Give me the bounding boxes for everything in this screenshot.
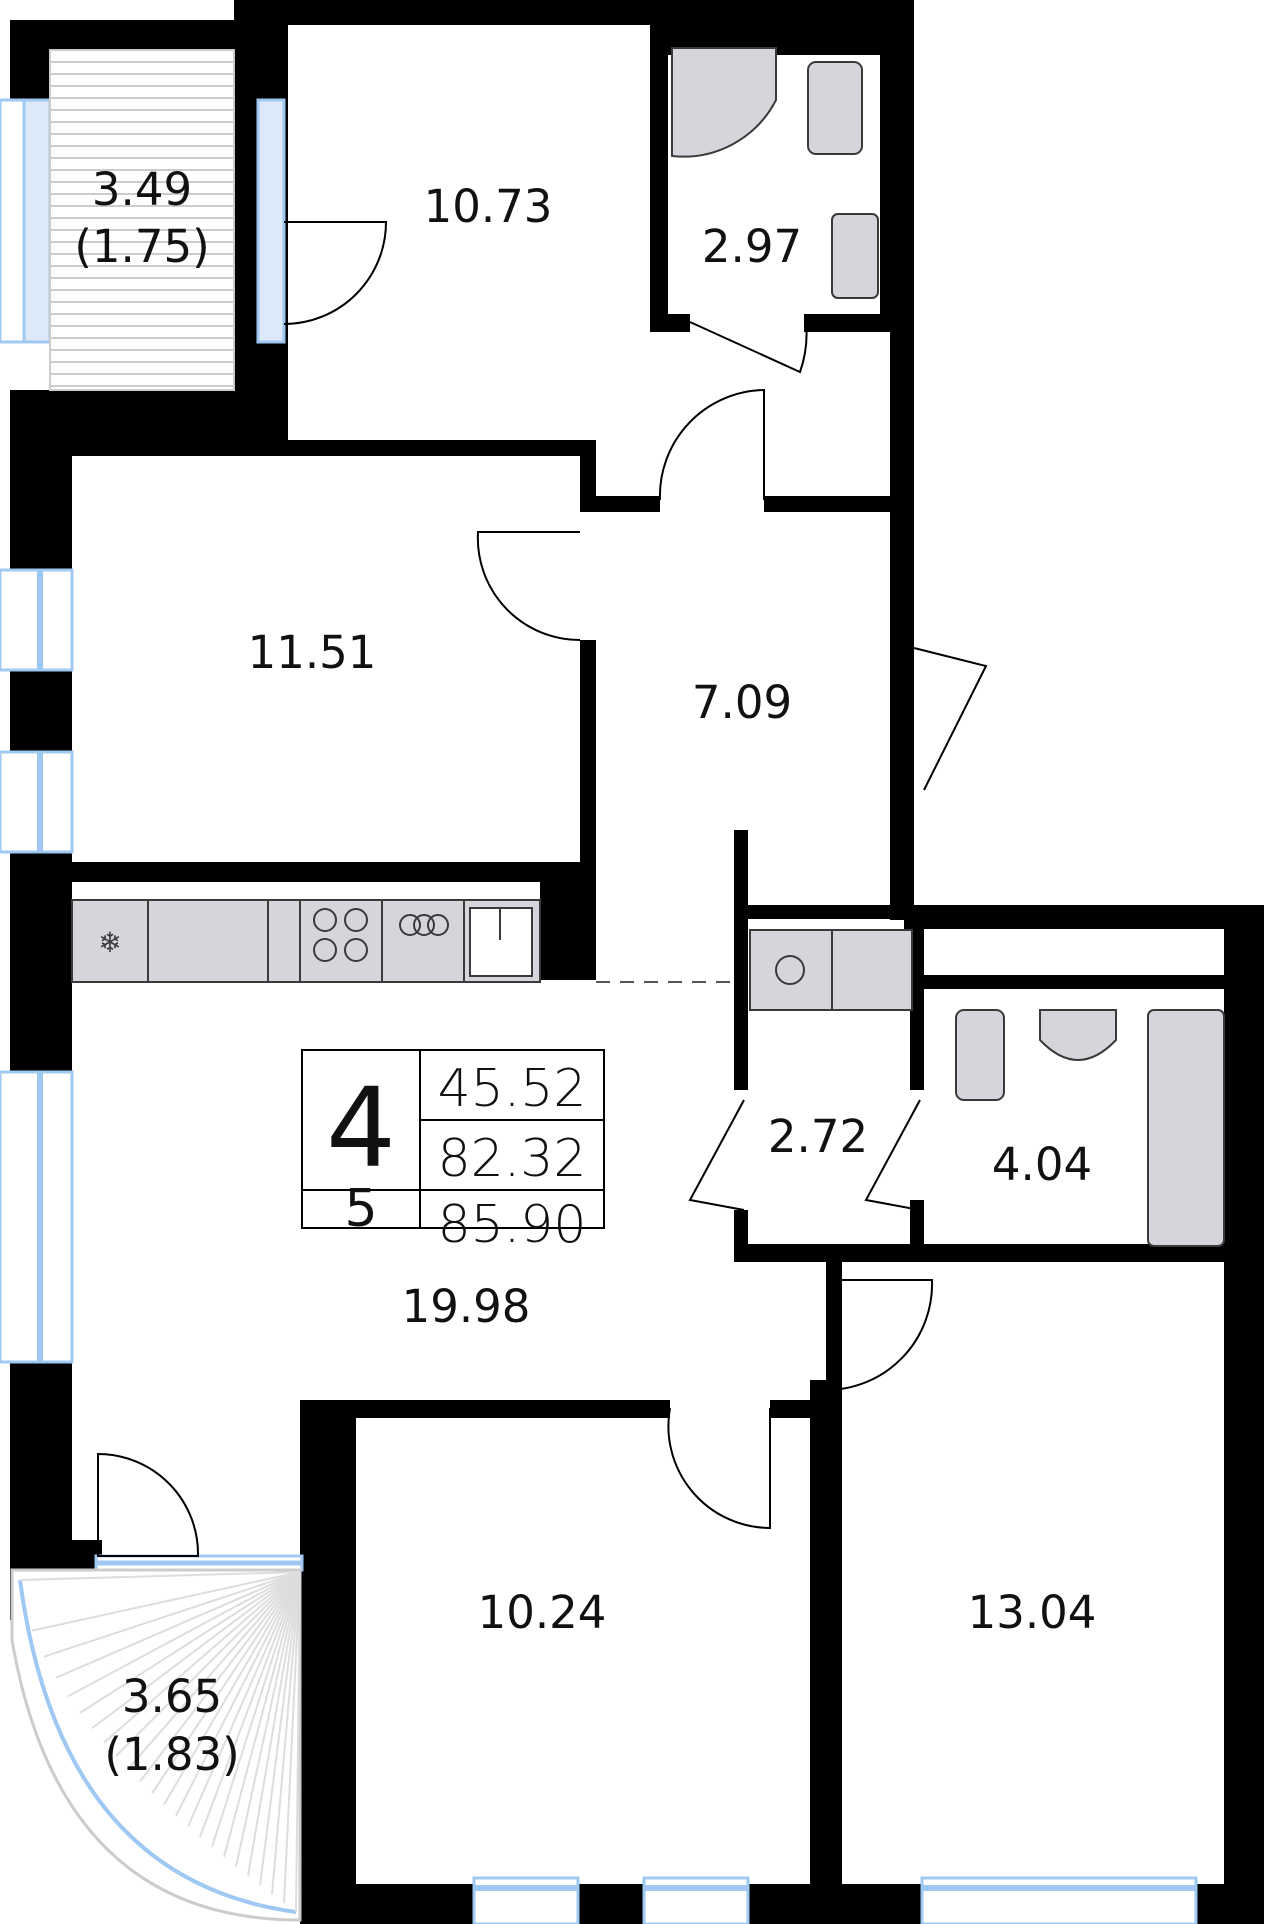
window-kitchen [0, 1070, 74, 1364]
balcony-bottom-sub: (1.83) [104, 1728, 239, 1781]
balcony-bottom-area: 3.65 [122, 1670, 222, 1723]
bathroom-right-fixtures [955, 1009, 1225, 1247]
door-bedroom-bottom-right [825, 1279, 934, 1391]
sink-icon [469, 907, 533, 977]
stove-icon [313, 908, 368, 962]
door-bedroom-left [476, 531, 581, 642]
living-area: 45.52 [438, 1059, 587, 1119]
sink-right-icon [1039, 1009, 1117, 1061]
balcony-hatch-line [19, 1571, 301, 1581]
door-bathroom-right [864, 1099, 921, 1211]
bedroom-left-area: 11.51 [248, 626, 377, 679]
window-balcony-top-left [0, 98, 26, 344]
floor-number: 5 [344, 1179, 377, 1239]
balcony-hatch-line [295, 1571, 301, 1913]
balcony-hatch-line [139, 1571, 301, 1783]
balcony-hatch-line [115, 1571, 301, 1757]
balcony-hatch-line [91, 1571, 301, 1730]
bedroom-bottom-left-area: 10.24 [478, 1586, 607, 1639]
balcony-hatch-line [151, 1571, 301, 1794]
sink-top-icon [831, 213, 879, 299]
balcony-hatch-line [127, 1571, 301, 1770]
washing-machine-icon [749, 929, 833, 1011]
window-bedroom-bottom-1 [472, 1876, 580, 1924]
total-area-with-balconies: 85.90 [438, 1195, 587, 1255]
balcony-hatch-line [235, 1571, 301, 1867]
balcony-hatch-line [271, 1571, 301, 1895]
door-balcony-top [283, 221, 388, 325]
balcony-top-sub: (1.75) [74, 220, 209, 273]
rooms-count: 4 [326, 1064, 396, 1192]
door-bedroom-bottom-left [667, 1407, 771, 1530]
door-balcony-bottom [97, 1452, 200, 1557]
hall-area: 7.09 [692, 676, 792, 729]
kitchen-counter: ❄ [71, 899, 541, 983]
balcony-top-area: 3.49 [92, 163, 192, 216]
balcony-hatch-line [259, 1571, 301, 1886]
door-laundry [688, 1099, 745, 1211]
door-bedroom-top [658, 388, 765, 501]
balcony-hatch-line [283, 1571, 301, 1904]
total-area: 82.32 [438, 1129, 587, 1189]
bathroom-right-area: 4.04 [992, 1138, 1092, 1191]
balcony-hatch-line [43, 1571, 301, 1658]
bathroom-top-area: 2.97 [702, 220, 802, 273]
laundry-area: 2.72 [768, 1110, 868, 1163]
door-entrance [913, 647, 988, 791]
toilet-right-icon [955, 1009, 1005, 1101]
windows [0, 98, 1198, 1924]
balcony-top [49, 49, 235, 391]
bathtub-icon [1147, 1009, 1225, 1247]
door-bathroom-top [689, 321, 808, 374]
balcony-hatch-line [211, 1571, 301, 1848]
dryer-icon [831, 929, 913, 1011]
balcony-hatch-line [187, 1571, 301, 1827]
bedroom-bottom-right-area: 13.04 [968, 1586, 1097, 1639]
balcony-hatch-line [175, 1571, 301, 1817]
info-table: 4 5 45.52 82.32 85.90 [301, 1049, 605, 1255]
bedroom-top-area: 10.73 [424, 180, 553, 233]
balcony-hatch-line [199, 1571, 301, 1838]
fridge-icon: ❄ [98, 926, 121, 959]
doors [97, 221, 988, 1557]
balcony-hatch-line [79, 1571, 301, 1714]
kitchen-living-area: 19.98 [402, 1280, 531, 1333]
bathroom-top-fixtures [671, 47, 879, 299]
balcony-bottom [10, 1568, 302, 1922]
shower-icon [671, 47, 777, 158]
balcony-hatch-line [67, 1571, 301, 1698]
toilet-top-icon [807, 61, 863, 155]
window-bedroom-left-2 [0, 750, 74, 854]
laundry-appliances [749, 929, 913, 1011]
balcony-hatch-line [223, 1571, 301, 1858]
window-bedroom-left-1 [0, 568, 74, 672]
window-bedroom-bottom-2 [642, 1876, 750, 1924]
room-labels: 3.49 (1.75) 10.73 2.97 11.51 7.09 19.98 … [74, 163, 1096, 1781]
balcony-hatch-line [247, 1571, 301, 1877]
window-bedroom-bottom-right [920, 1876, 1198, 1924]
dishwasher-icon [399, 914, 449, 936]
balcony-hatch-line [55, 1571, 301, 1679]
balcony-hatch-line [163, 1571, 301, 1806]
balcony-hatch-line [103, 1571, 301, 1744]
svg-text:❄: ❄ [98, 926, 121, 959]
window-balcony-top-right [256, 98, 286, 344]
balcony-hatch-line [31, 1571, 301, 1632]
